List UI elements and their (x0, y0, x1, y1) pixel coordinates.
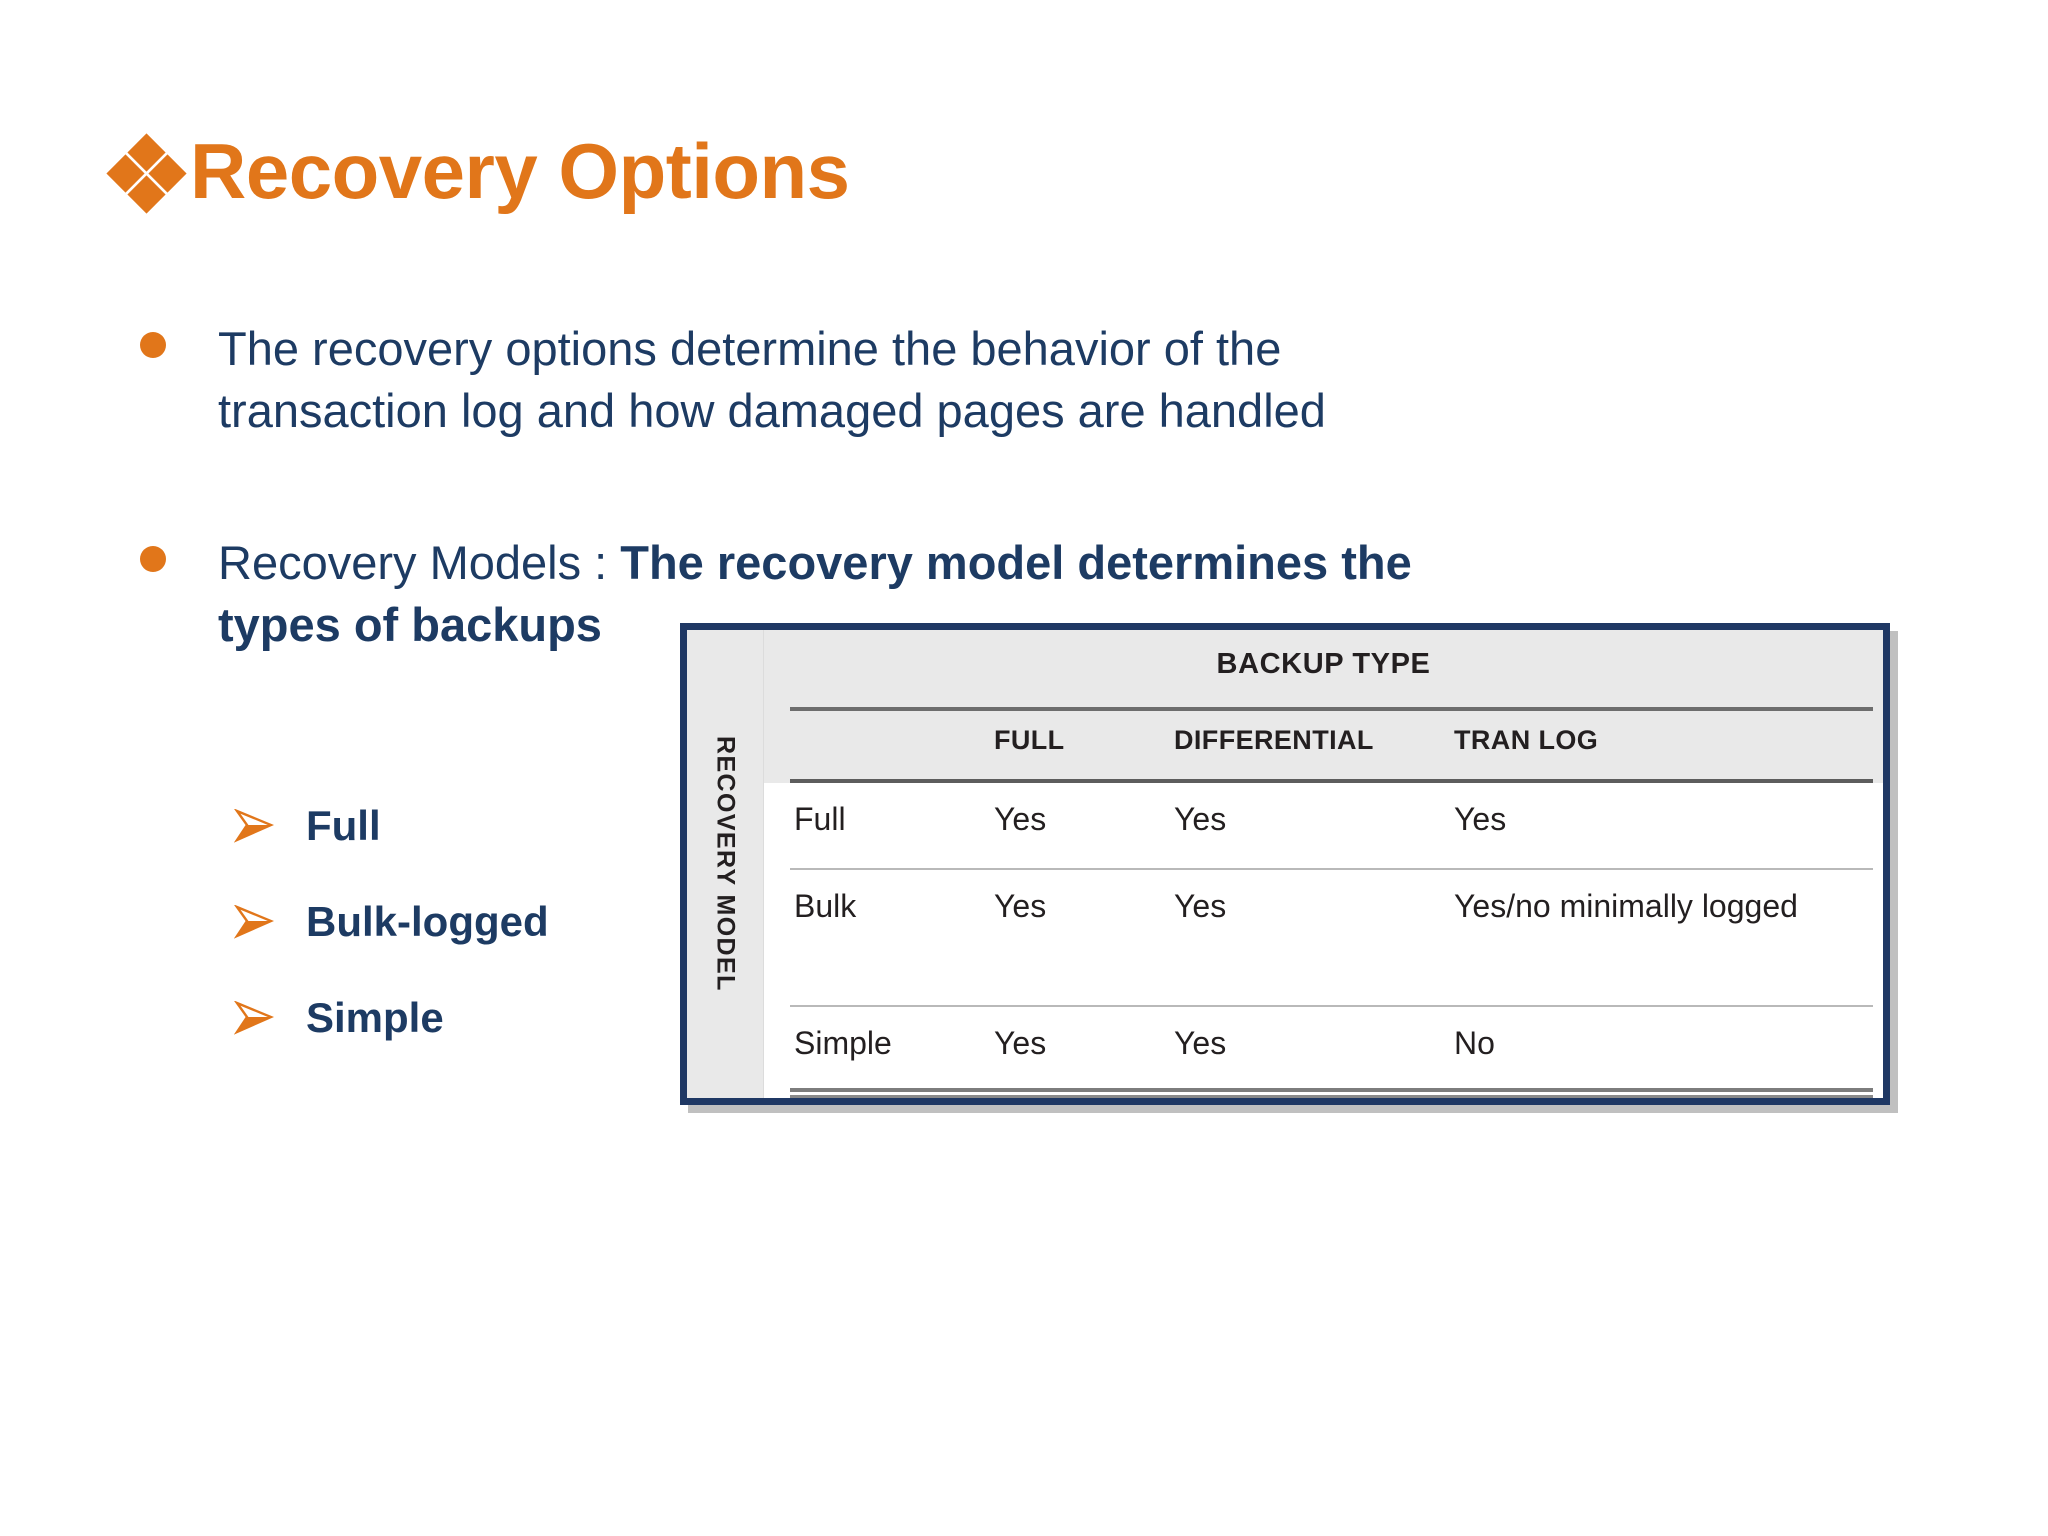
cell-tran-log: Yes/no minimally logged (1454, 887, 1798, 924)
column-header-full: FULL (994, 725, 1065, 756)
arrowhead-bullet-icon (232, 905, 276, 939)
row-axis-title-text: RECOVERY MODEL (711, 736, 740, 992)
column-header-differential: DIFFERENTIAL (1174, 725, 1374, 756)
sub-bullet-simple: Simple (232, 970, 549, 1066)
bullet-item-2: Recovery Models : The recovery model det… (140, 532, 1420, 656)
column-header-blank (790, 711, 990, 725)
sub-bullet-full-label: Full (306, 802, 381, 849)
row-separator (790, 1004, 1873, 1007)
bullet-item-1-text: The recovery options determine the behav… (218, 322, 1326, 438)
column-header-rule (790, 778, 1873, 783)
fleuron-diamond-icon (106, 132, 187, 214)
column-group-header: BACKUP TYPE (764, 630, 1883, 712)
bullet-item-2-emphasis: The recovery model determines the types … (218, 536, 1412, 652)
cell-full: Yes (994, 800, 1047, 837)
table-row: Bulk Yes Yes Yes/no minimally logged (764, 870, 1883, 1007)
page-title: Recovery Options (106, 127, 850, 215)
cell-differential: Yes (1174, 887, 1227, 924)
sub-bullet-simple-label: Simple (306, 994, 444, 1041)
cell-full: Yes (994, 887, 1047, 924)
table-row: Full Yes Yes Yes (764, 783, 1883, 870)
row-separator (790, 1095, 1873, 1098)
recovery-model-backup-type-table: RECOVERY MODEL BACKUP TYPE FULL DIFFEREN… (680, 623, 1890, 1105)
table-row: Simple Yes Yes No (764, 1007, 1883, 1098)
table-column-header-row: FULL DIFFERENTIAL TRAN LOG (764, 711, 1883, 783)
page-title-text: Recovery Options (190, 127, 850, 215)
bullet-item-2-text: Recovery Models : The recovery model det… (218, 532, 1420, 656)
bullet-item-2-lead: Recovery Models : (218, 536, 621, 589)
arrowhead-bullet-icon (232, 1001, 276, 1035)
cell-model: Simple (794, 1024, 892, 1061)
row-separator (790, 867, 1873, 870)
bullet-item-1: The recovery options determine the behav… (140, 318, 1460, 442)
column-group-header-text: BACKUP TYPE (1216, 648, 1431, 680)
cell-differential: Yes (1174, 800, 1227, 837)
row-axis-title: RECOVERY MODEL (687, 630, 764, 1098)
column-header-tran-log: TRAN LOG (1454, 725, 1599, 756)
arrowhead-bullet-icon (232, 809, 276, 843)
sub-bullet-bulk-logged-label: Bulk-logged (306, 898, 549, 945)
sub-bullet-bulk-logged: Bulk-logged (232, 874, 549, 970)
cell-tran-log: No (1454, 1024, 1495, 1061)
table-bottom-rule (790, 1088, 1873, 1092)
filled-circle-bullet-icon (140, 332, 166, 358)
cell-model: Full (794, 800, 846, 837)
filled-circle-bullet-icon (140, 546, 166, 572)
cell-model: Bulk (794, 887, 857, 924)
cell-full: Yes (994, 1024, 1047, 1061)
header-rule (790, 707, 1873, 712)
recovery-models-sub-list: Full Bulk-logged Simple (232, 778, 549, 1066)
cell-differential: Yes (1174, 1024, 1227, 1061)
sub-bullet-full: Full (232, 778, 549, 874)
cell-tran-log: Yes (1454, 800, 1507, 837)
